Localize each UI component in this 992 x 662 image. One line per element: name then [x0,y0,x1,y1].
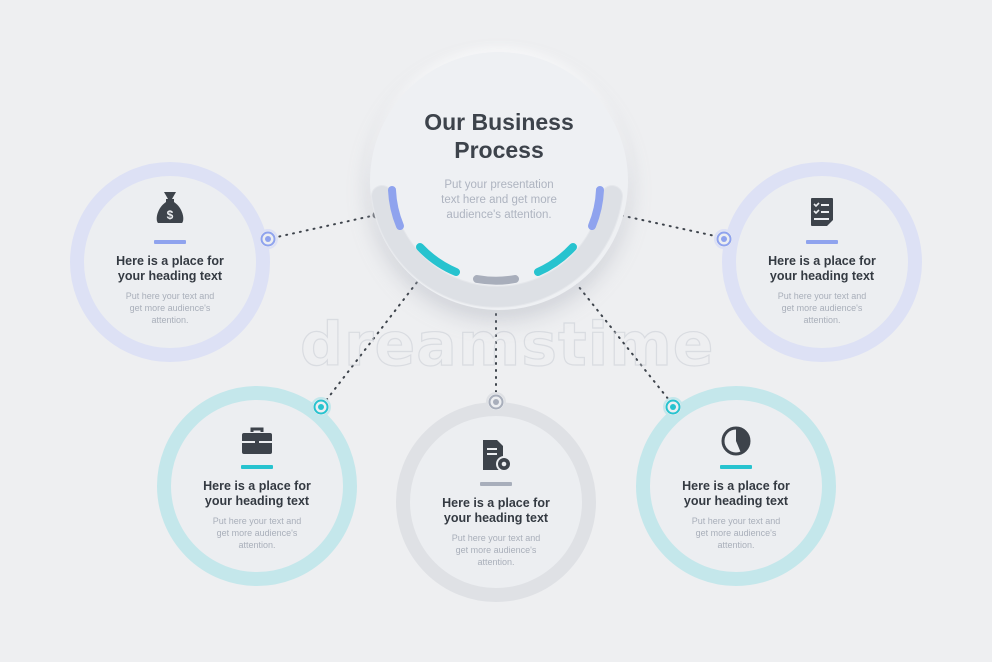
watermark: dreamstime [299,309,715,380]
pie-chart-icon [721,426,751,456]
accent-bar [806,240,838,244]
document-settings-icon [483,440,512,472]
connector-line-5 [614,213,725,239]
page-title: Our Business Process [424,109,574,163]
accent-bar [241,465,273,469]
checklist-icon [811,198,833,226]
briefcase-icon [242,427,272,454]
center-description: Put your presentation text here and get … [441,179,557,221]
accent-bar [720,465,752,469]
svg-text:$: $ [167,208,174,222]
accent-bar [154,240,186,244]
connector-line-1 [267,214,377,240]
accent-bar [480,482,512,486]
money-bag-icon: $ [156,192,184,223]
center-circle: Our Business Process Put your presentati… [370,52,628,310]
